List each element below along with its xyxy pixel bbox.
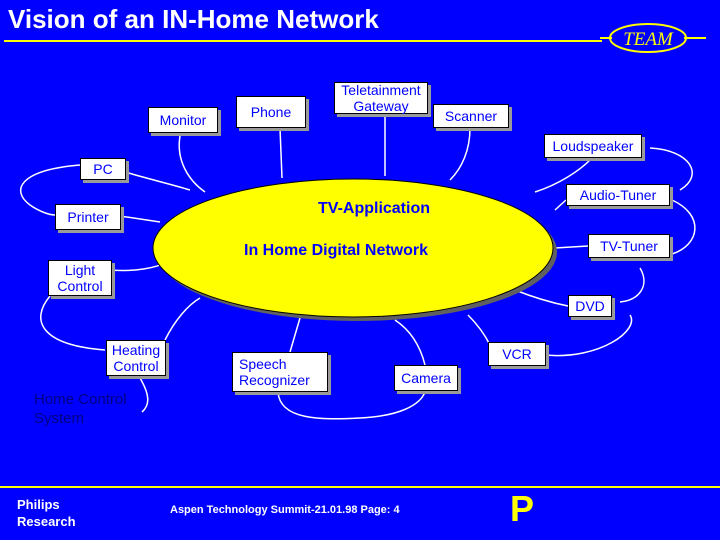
device-speech-recognizer[interactable]: Speech Recognizer (232, 352, 328, 392)
hub-ellipse (152, 178, 554, 318)
device-light-control[interactable]: Light Control (48, 260, 112, 296)
audio-loudspeaker-wire (649, 147, 693, 191)
device-phone[interactable]: Phone (236, 96, 306, 128)
home-control-system-label: Home Control System (34, 391, 127, 427)
device-heating-control[interactable]: Heating Control (106, 340, 166, 376)
slide-title: Vision of an IN-Home Network (8, 4, 379, 34)
device-scanner[interactable]: Scanner (433, 104, 509, 128)
footer-company: Philips Research (17, 497, 76, 529)
loudspeaker-wire (534, 159, 591, 193)
heating-wire (164, 297, 201, 341)
title-underline (4, 40, 602, 42)
tv-audio-wire (671, 199, 696, 255)
vcr-dvd-wire (544, 314, 633, 357)
device-monitor[interactable]: Monitor (148, 107, 218, 133)
speech-camera-wire (277, 391, 426, 420)
device-teletainment-gateway[interactable]: Teletainment Gateway (334, 82, 428, 114)
philips-logo-letter: P (510, 488, 535, 529)
tv-dvd-wire (619, 267, 645, 303)
pc-printer-wire (19, 164, 81, 216)
audio-tuner-wire (554, 199, 567, 211)
device-audio-tuner[interactable]: Audio-Tuner (566, 184, 670, 206)
device-loudspeaker[interactable]: Loudspeaker (544, 134, 642, 158)
light-heating-wire (40, 295, 106, 351)
scanner-wire (449, 127, 471, 181)
tv-tuner-wire (554, 245, 589, 249)
device-printer[interactable]: Printer (55, 204, 121, 230)
network-hub (152, 178, 557, 321)
speech-wire (289, 317, 301, 353)
footer-rule (0, 486, 720, 488)
footer-event: Aspen Technology Summit-21.01.98 Page: 4 (170, 504, 400, 516)
phone-wire (279, 127, 283, 179)
heating-hcs-wire (139, 377, 149, 413)
camera-wire (394, 319, 426, 366)
device-pc[interactable]: PC (80, 158, 126, 180)
hub-label-network: In Home Digital Network (244, 242, 429, 259)
device-vcr[interactable]: VCR (488, 342, 546, 366)
device-dvd[interactable]: DVD (568, 295, 612, 317)
device-camera[interactable]: Camera (394, 365, 458, 391)
team-logo: TEAM (600, 23, 706, 53)
hub-label-application: TV-Application (318, 200, 430, 217)
printer-wire (119, 215, 161, 223)
team-logo-text: TEAM (623, 29, 674, 50)
pc-wire (124, 171, 191, 191)
device-tv-tuner[interactable]: TV-Tuner (588, 234, 670, 258)
monitor-wire (178, 135, 206, 193)
